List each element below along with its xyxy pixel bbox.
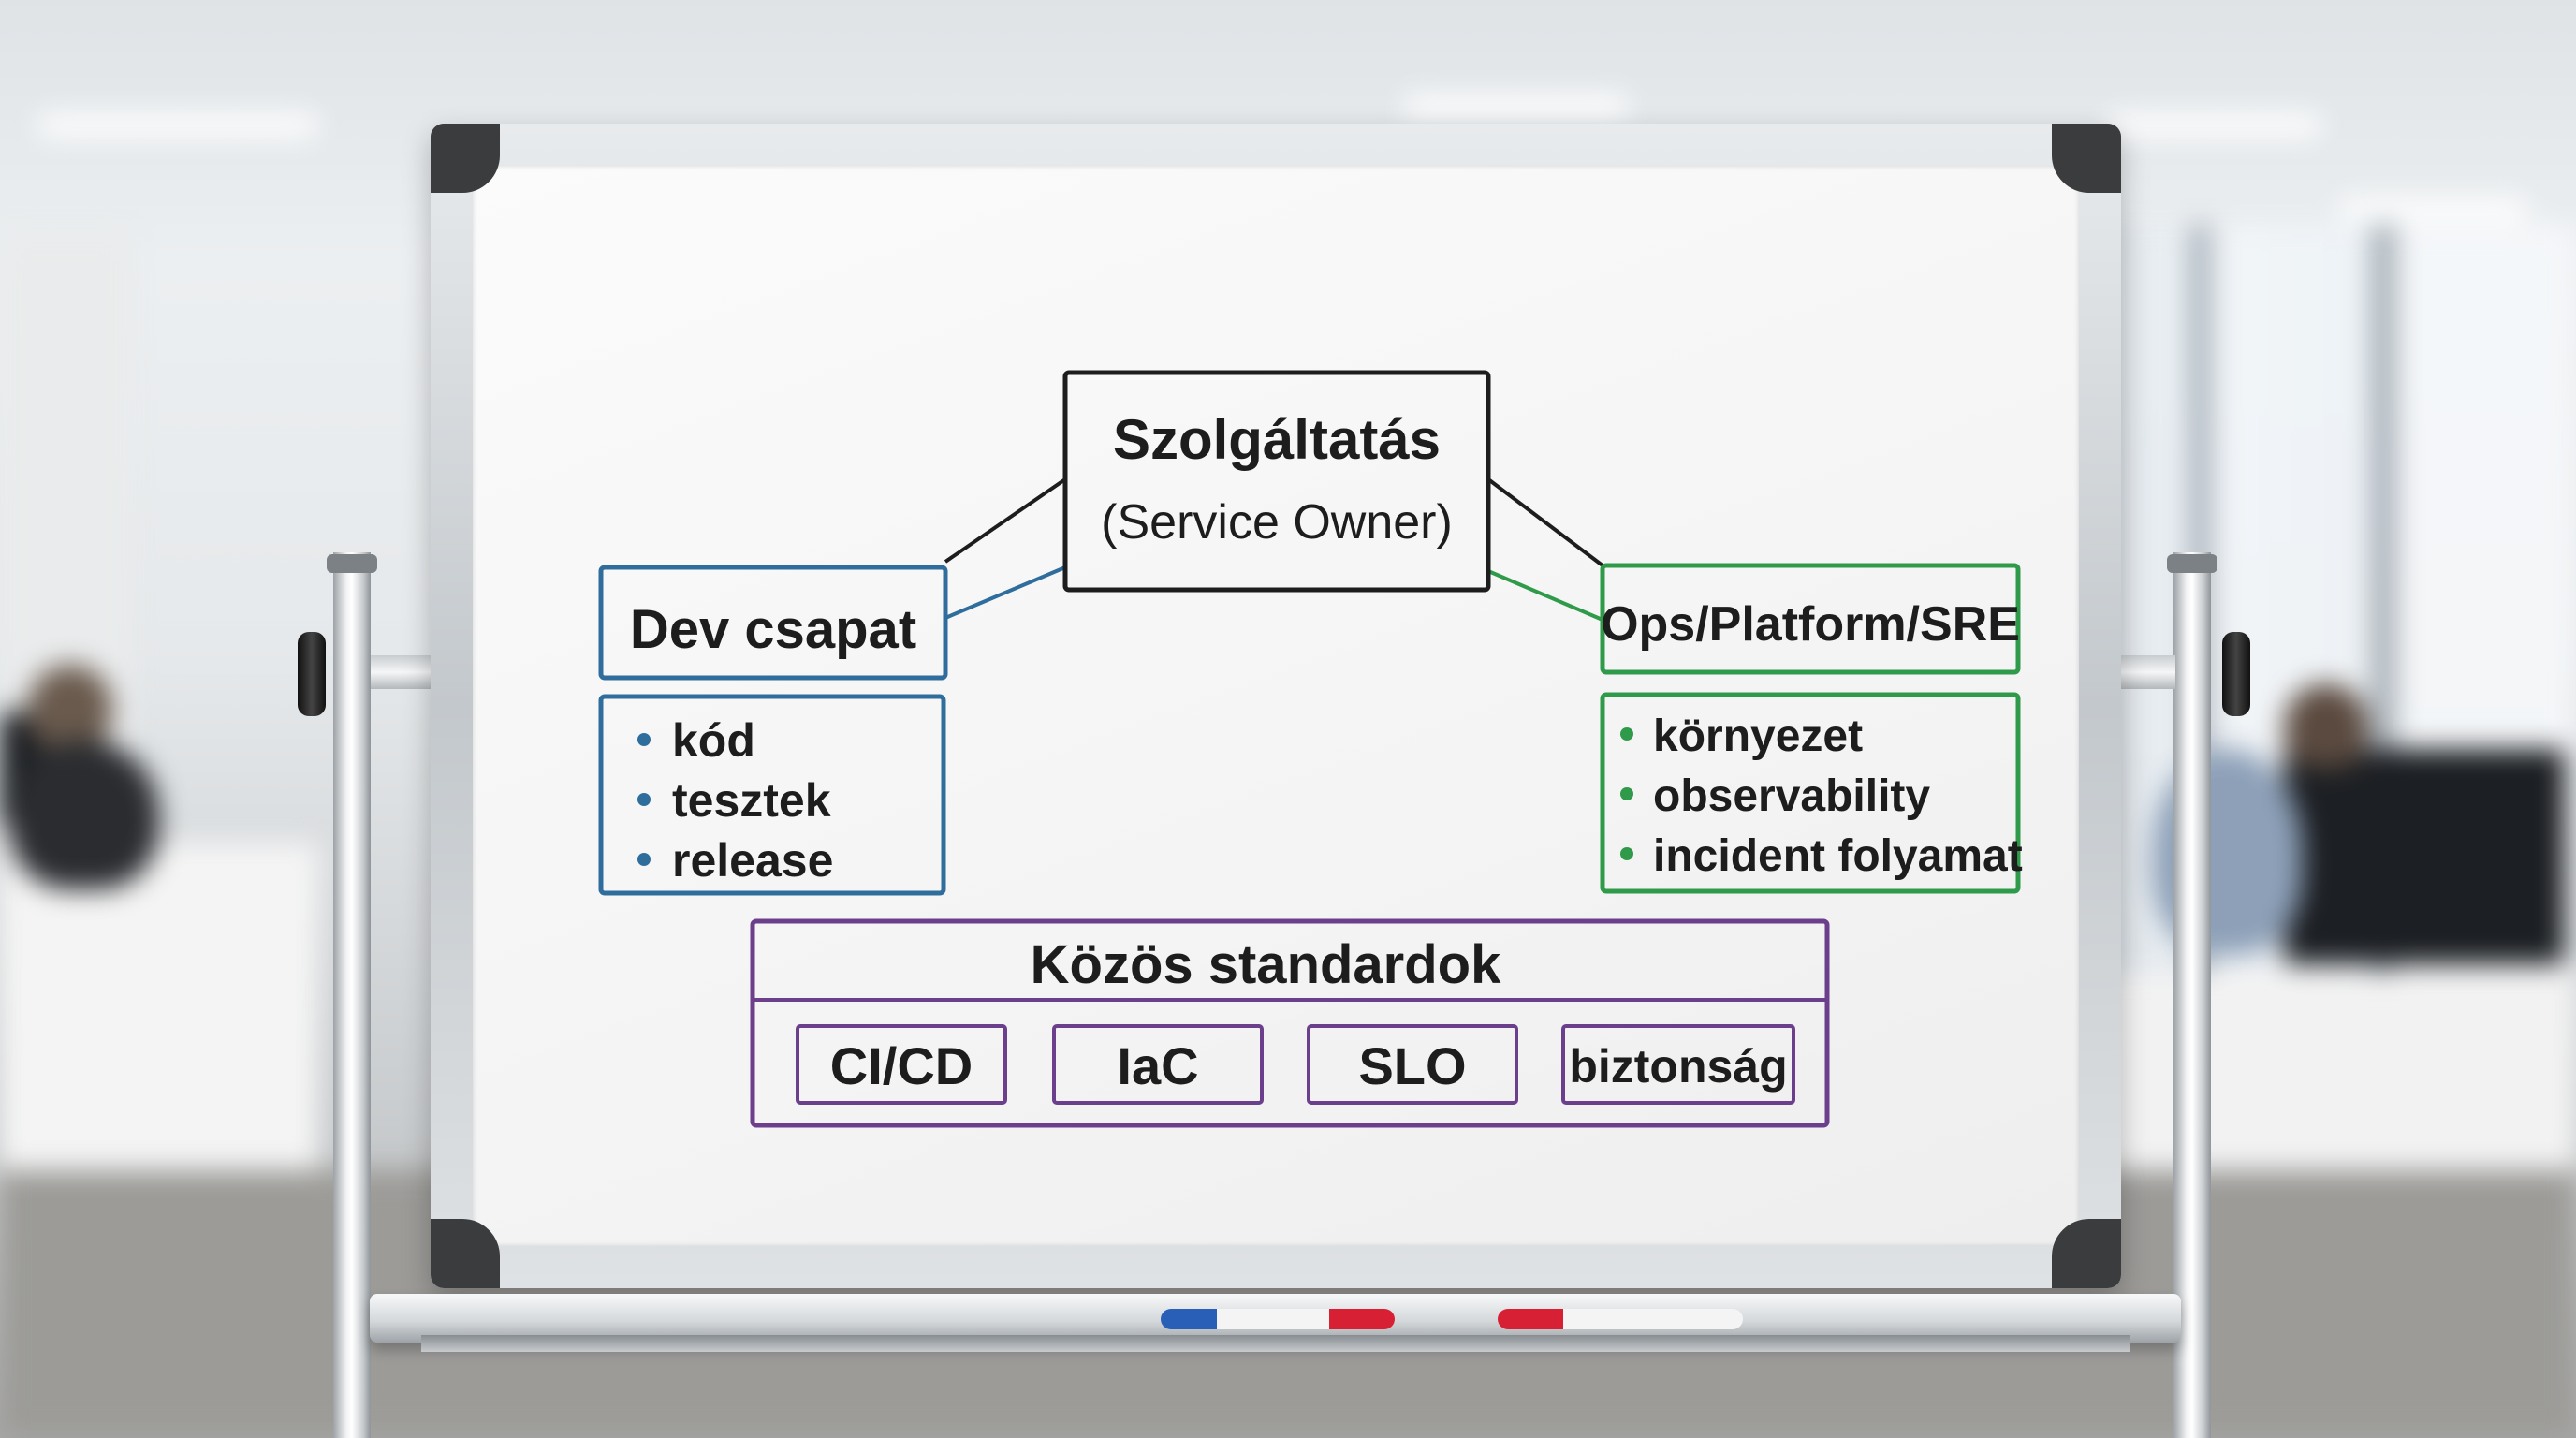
pivot-knob-left xyxy=(298,632,326,716)
stand-post-right xyxy=(2174,552,2211,1438)
pivot-knob-right xyxy=(2222,632,2250,716)
marker-blue[interactable] xyxy=(1161,1309,1395,1329)
ops-platform-title: Ops/Platform/SRE xyxy=(1601,597,2020,652)
connector-center-dev-blue xyxy=(944,565,1066,620)
frame-corner-bottom-right xyxy=(2052,1219,2121,1288)
dev-item-release: release xyxy=(672,834,833,887)
shared-standards-box: Közös standardok xyxy=(750,918,1830,1128)
pivot-arm-right xyxy=(2119,655,2175,689)
dev-item-code: kód xyxy=(672,714,755,767)
shared-standard-slo: SLO xyxy=(1307,1024,1518,1105)
connector-center-dev-dark xyxy=(944,477,1067,564)
shared-standard-cicd: CI/CD xyxy=(796,1024,1007,1105)
dev-item-tests: tesztek xyxy=(672,774,831,827)
service-owner-box: Szolgáltatás (Service Owner) xyxy=(1062,370,1491,593)
svg-text:IaC: IaC xyxy=(1117,1036,1198,1095)
dev-team-list: kód tesztek release xyxy=(598,694,946,896)
frame-corner-bottom-left xyxy=(431,1219,500,1288)
shared-standards-title: Közös standardok xyxy=(1031,934,1501,995)
ops-item-observability: observability xyxy=(1653,771,1930,821)
dev-team-title: Dev csapat xyxy=(630,599,916,660)
svg-text:biztonság: biztonság xyxy=(1569,1040,1787,1093)
stand-post-left xyxy=(333,552,371,1438)
post-cap-right xyxy=(2167,554,2217,573)
connector-center-ops-green xyxy=(1487,569,1603,622)
marker-red[interactable] xyxy=(1498,1309,1743,1329)
post-cap-left xyxy=(327,554,377,573)
svg-text:CI/CD: CI/CD xyxy=(830,1036,973,1095)
pivot-arm-left xyxy=(371,655,432,689)
whiteboard-surface xyxy=(473,166,2079,1246)
dev-team-box: Dev csapat xyxy=(598,565,948,681)
svg-text:SLO: SLO xyxy=(1358,1036,1466,1095)
marker-tray-lip xyxy=(421,1335,2130,1352)
connector-center-ops-dark xyxy=(1486,477,1604,567)
ops-item-incident-process: incident folyamat xyxy=(1653,831,2023,881)
shared-standard-security: biztonság xyxy=(1561,1024,1795,1105)
ops-platform-list: környezet observability incident folyama… xyxy=(1600,692,2023,894)
service-owner-subtitle: (Service Owner) xyxy=(1101,495,1453,550)
frame-corner-top-right xyxy=(2052,124,2121,193)
ops-item-environment: környezet xyxy=(1653,712,1863,761)
service-owner-title: Szolgáltatás xyxy=(1113,408,1441,471)
ops-platform-box: Ops/Platform/SRE xyxy=(1600,563,2021,675)
shared-standard-iac: IaC xyxy=(1052,1024,1264,1105)
frame-corner-top-left xyxy=(431,124,500,193)
